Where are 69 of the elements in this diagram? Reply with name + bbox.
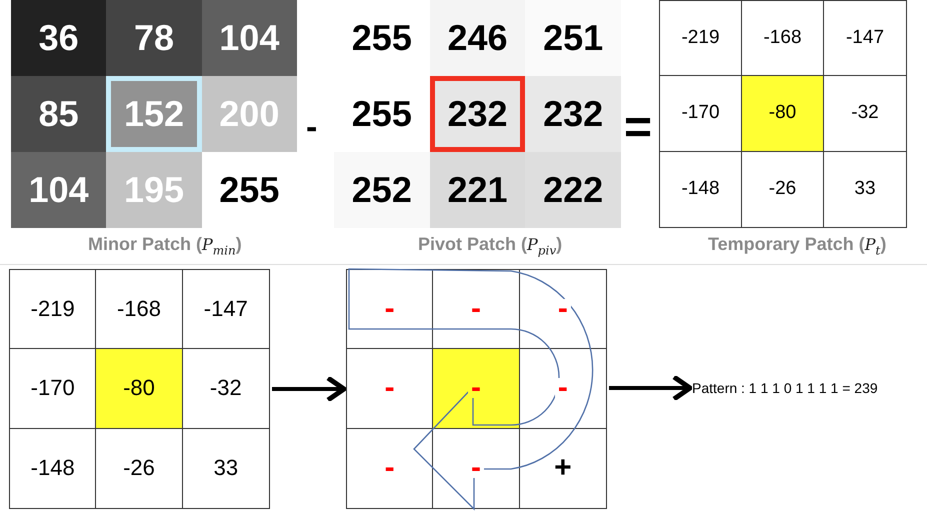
pixel-value: 195 xyxy=(124,169,184,211)
pixel-cell xyxy=(202,76,297,152)
pixel-value: 246 xyxy=(447,17,508,59)
patch-cell xyxy=(742,76,824,152)
minus-operator: - xyxy=(306,108,318,147)
pixel-value: 200 xyxy=(219,93,280,135)
difference-value: -80 xyxy=(123,375,155,402)
arrow xyxy=(609,374,692,402)
pixel-cell xyxy=(11,76,106,152)
patch-cell xyxy=(347,270,434,350)
value-patch-grid xyxy=(659,0,907,228)
patch-caption: Pivot Patch (P$_{piv}$) xyxy=(418,234,562,258)
pattern-result-text: Pattern : 1 1 1 0 1 1 1 1 = 239 xyxy=(692,380,878,396)
pixel-value: 232 xyxy=(543,93,604,135)
pixel-value: 152 xyxy=(124,93,184,135)
patch-cell xyxy=(433,349,520,429)
pixel-value: 232 xyxy=(447,93,508,135)
difference-value: 33 xyxy=(854,178,876,200)
pixel-value: 251 xyxy=(543,17,604,59)
pixel-cell xyxy=(106,76,202,152)
difference-value: -32 xyxy=(210,375,242,402)
pixel-cell xyxy=(525,0,621,76)
pixel-patch-grid xyxy=(11,0,297,228)
pixel-cell xyxy=(430,76,526,152)
pixel-value: 255 xyxy=(352,93,412,135)
difference-value: -170 xyxy=(681,102,720,124)
pixel-cell xyxy=(430,152,526,228)
difference-value: -80 xyxy=(768,102,796,124)
patch-cell xyxy=(96,349,183,429)
pixel-value: 255 xyxy=(219,169,280,211)
pixel-value: 252 xyxy=(352,169,412,211)
difference-value: -32 xyxy=(851,102,879,124)
patch-cell xyxy=(10,270,96,350)
pixel-cell xyxy=(11,152,106,228)
pixel-value: 221 xyxy=(447,169,508,211)
pixel-value: 255 xyxy=(352,17,412,59)
difference-value: -26 xyxy=(768,178,796,200)
patch-caption: Minor Patch (P$_{min}$) xyxy=(88,234,242,258)
pixel-cell xyxy=(430,0,526,76)
patch-cell xyxy=(660,1,742,76)
pixel-cell xyxy=(334,152,430,228)
difference-value: -26 xyxy=(123,455,155,482)
pixel-value: 104 xyxy=(219,17,280,59)
arrow xyxy=(272,376,346,402)
difference-value: -168 xyxy=(116,296,162,322)
pixel-cell xyxy=(11,0,106,76)
difference-value: -168 xyxy=(763,27,802,50)
difference-value: -170 xyxy=(30,375,75,402)
value-patch-grid xyxy=(9,269,270,509)
difference-value: -148 xyxy=(681,178,720,200)
pixel-cell xyxy=(202,0,297,76)
pixel-cell xyxy=(525,76,621,152)
pixel-value: 36 xyxy=(38,17,79,59)
pixel-cell xyxy=(106,0,202,76)
difference-value: -148 xyxy=(30,455,75,482)
pixel-cell xyxy=(106,152,202,228)
difference-value: -147 xyxy=(846,27,884,50)
difference-value: -147 xyxy=(204,296,248,322)
equals-operator: = xyxy=(624,100,652,155)
pixel-value: 85 xyxy=(38,93,79,135)
pixel-value: 78 xyxy=(134,17,174,59)
pixel-cell xyxy=(525,152,621,228)
difference-value: 33 xyxy=(214,455,238,482)
pixel-patch-grid xyxy=(334,0,621,228)
difference-value: -219 xyxy=(681,27,720,50)
patch-caption: Temporary Patch (P$_{t}$) xyxy=(708,234,886,258)
pixel-value: 104 xyxy=(28,169,89,211)
difference-value: -219 xyxy=(30,296,75,322)
pixel-value: 222 xyxy=(543,169,604,211)
